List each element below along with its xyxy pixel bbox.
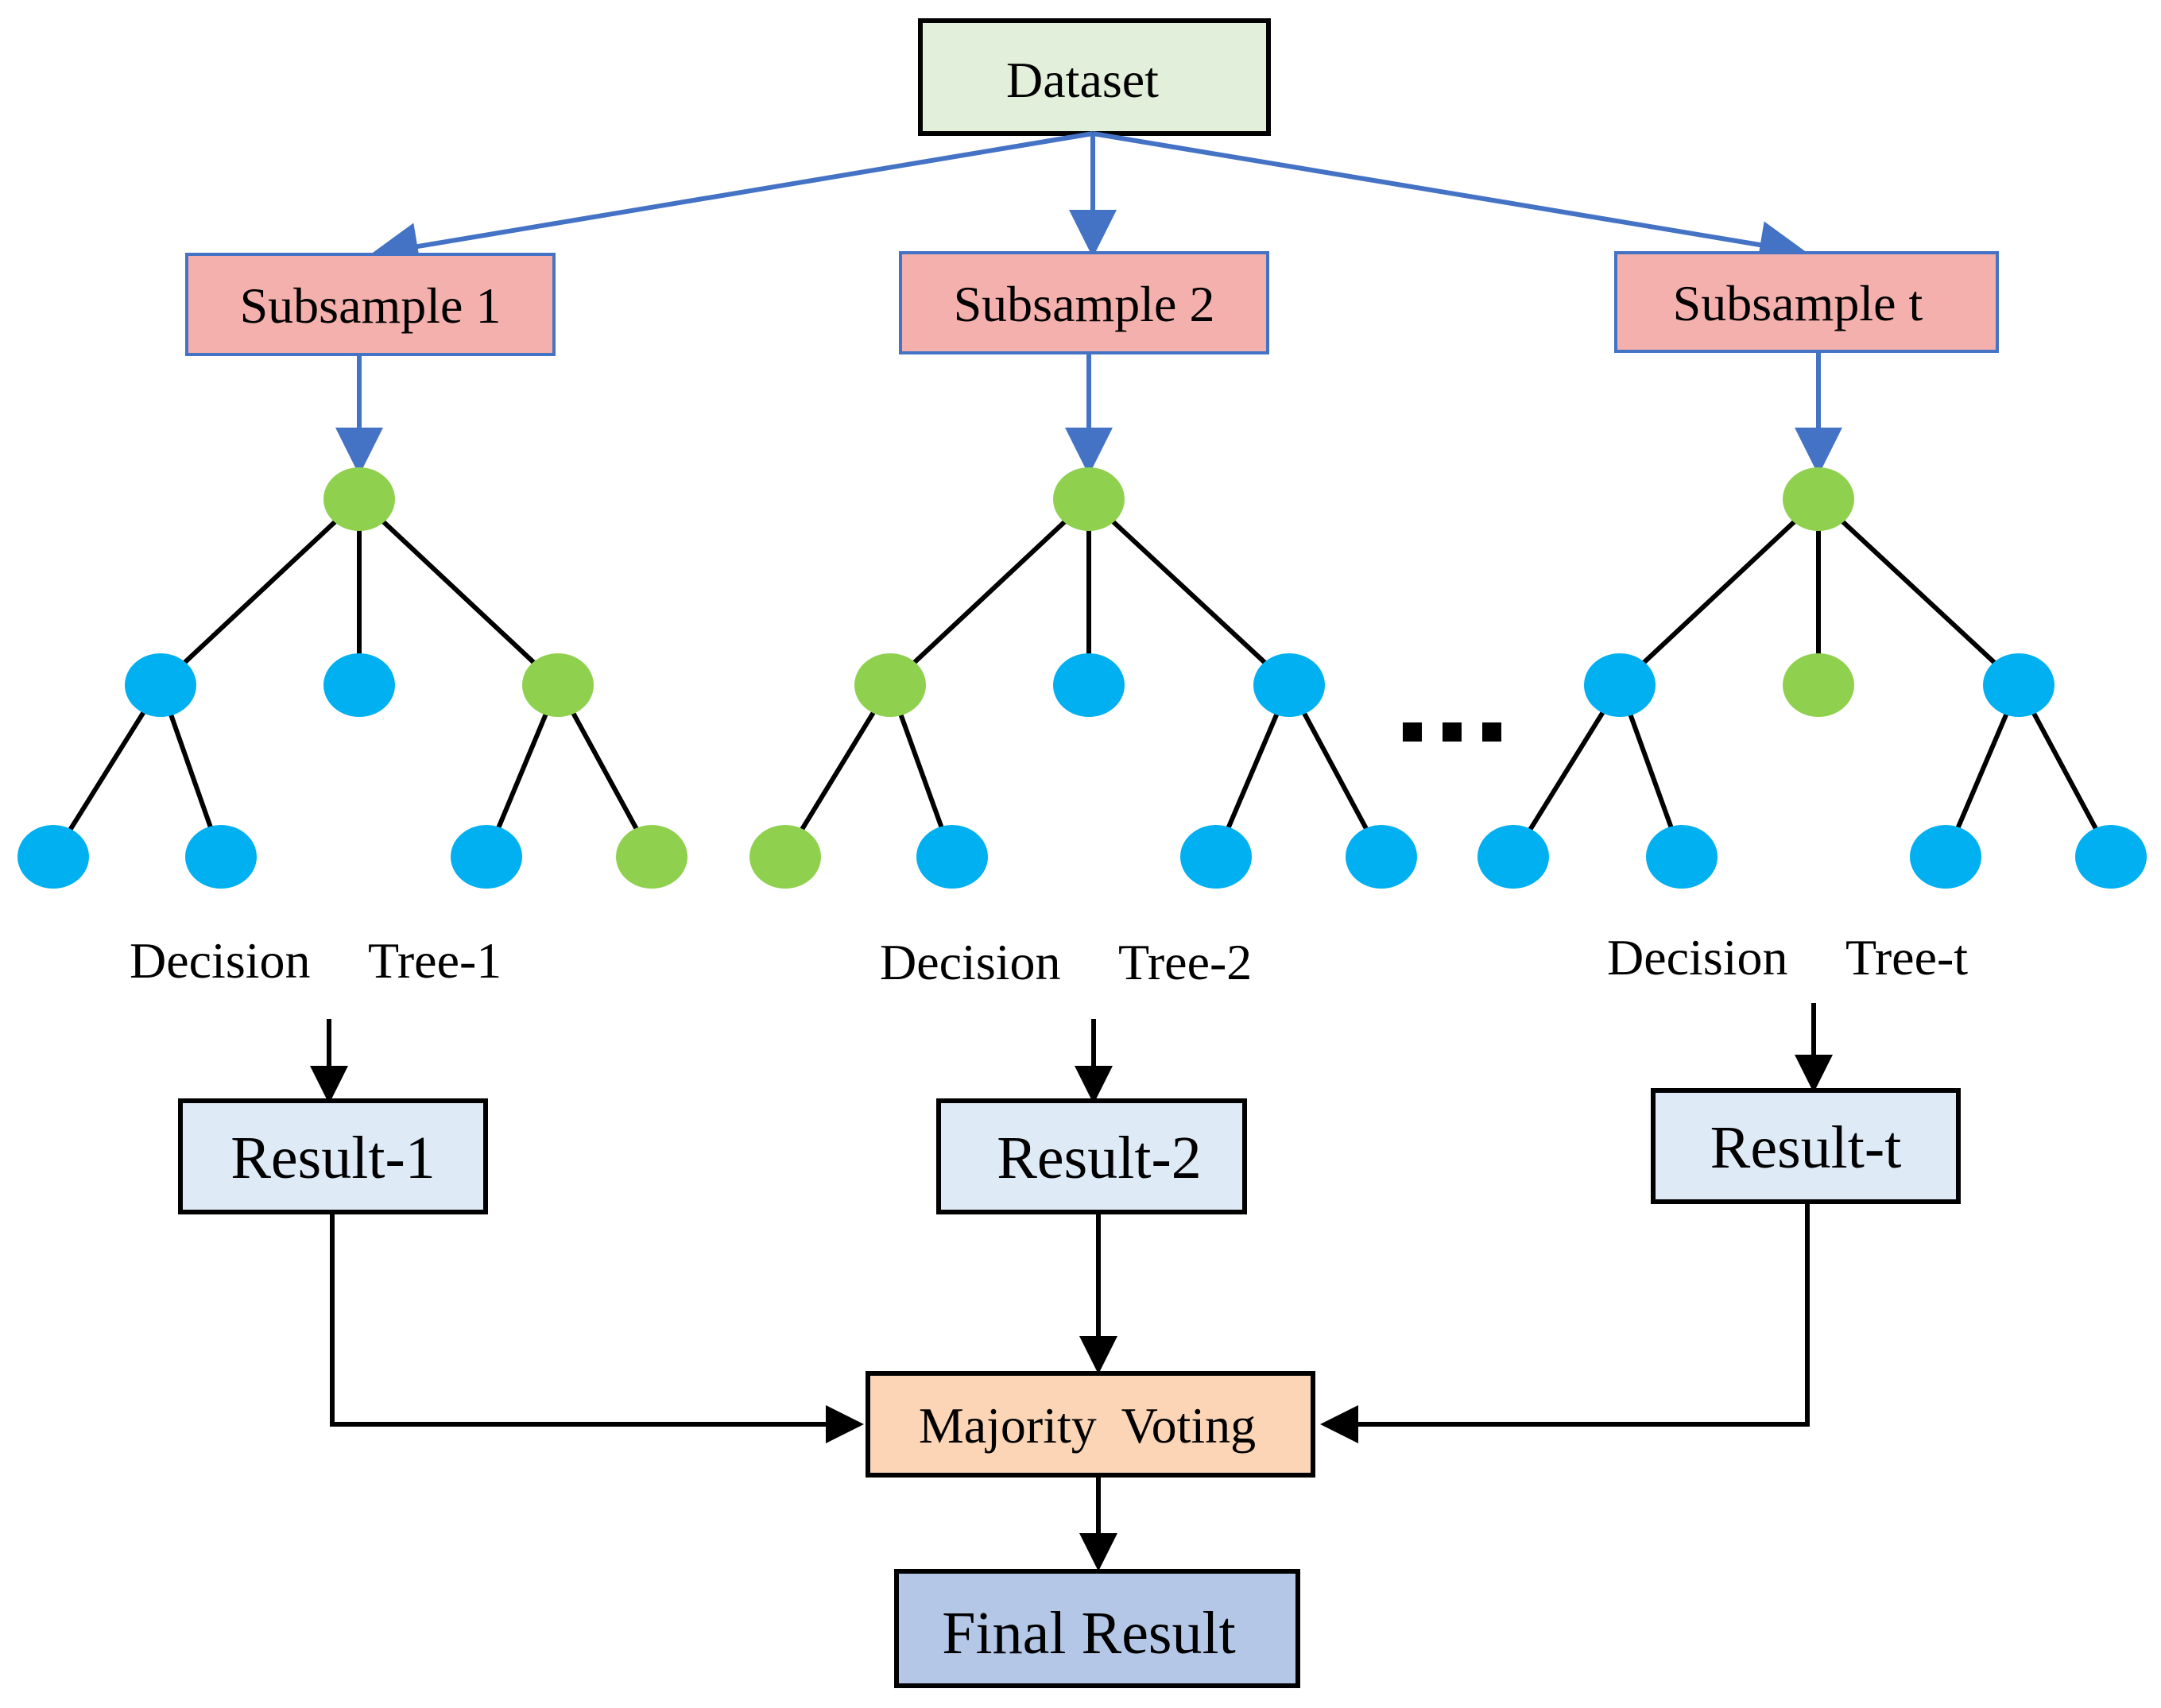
tree-edge [1816,497,2021,687]
tree-root-node [323,467,395,531]
result-1-box [178,1098,488,1214]
tree-2-caption: Decision Tree-2 [880,934,1252,990]
arrow-dataset-to-subsample-t [1092,131,1807,269]
subsample-2-label: Subsample 2 [954,276,1215,332]
dataset-to-subsample-arrows [370,131,1807,270]
tree-node [1053,653,1125,717]
tree-edge [888,497,1091,687]
final-result-label: Final Result [942,1600,1235,1667]
result-t-label: Result-t [1710,1114,1902,1181]
tree-edge [1617,497,1821,687]
arrow-dataset-to-subsample-1 [370,131,1094,270]
subsample-to-tree-arrows [335,351,1842,475]
subsample-t-box [1614,251,1999,353]
tree-leaf-node [1910,825,1981,889]
tree-root-node [1783,467,1854,531]
tree-t-caption-name: Tree-t [1845,929,1968,986]
dataset-box [918,18,1271,136]
tree-edge [783,684,893,858]
tree-1-caption-name: Tree-1 [368,932,502,989]
dataset-node: Dataset [918,18,1271,136]
tree-edge [1511,684,1622,858]
subsample-1: Subsample 1 [185,253,556,356]
tree-leaf-node [2075,825,2147,889]
subsample-2: Subsample 2 [899,251,1269,354]
tree-root-node [1053,467,1125,531]
tree-edge [556,684,654,858]
tree-node [1253,653,1325,717]
arrow-result-1-to-voting [330,1212,864,1443]
tree-edge [51,684,163,858]
subsample-t-label: Subsample t [1673,275,1923,331]
tree-2-caption-name: Tree-2 [1118,934,1252,990]
subsample-1-box [185,253,556,356]
tree-node [522,653,594,717]
tree-to-result-arrows [310,1003,1833,1104]
subsample-1-label: Subsample 1 [240,277,502,334]
decision-tree-t [1477,467,2147,889]
tree-leaf-node [1646,825,1718,889]
majority-voting-box [866,1371,1315,1478]
majority-voting-label: Majority Voting [919,1397,1256,1454]
tree-node [125,653,196,717]
subsample-2-box [899,251,1269,354]
decision-tree-1 [17,467,687,889]
result-1: Result-1 [178,1098,488,1214]
tree-node [1983,653,2054,717]
result-2-box [936,1098,1247,1214]
tree-edge [158,497,362,687]
tree-leaf-node [1477,825,1549,889]
majority-voting: Majority Voting [866,1371,1315,1478]
result-1-label: Result-1 [230,1125,436,1191]
final-result: Final Result [894,1569,1300,1688]
tree-1-caption-word: Decision [130,932,311,989]
tree-node [1584,653,1656,717]
result-to-voting-arrows [330,1202,1810,1443]
tree-leaf-node [185,825,257,889]
tree-t-caption: Decision Tree-t [1607,929,1968,986]
tree-1-caption: Decision Tree-1 [130,932,502,989]
tree-edge [1086,497,1292,687]
tree-leaf-node [1346,825,1417,889]
tree-leaf-node [916,825,988,889]
tree-leaf-node [17,825,89,889]
tree-leaf-node [616,825,687,889]
tree-leaf-node [1180,825,1252,889]
tree-node [1783,653,1854,717]
tree-t-caption-word: Decision [1607,929,1788,986]
tree-node [854,653,926,717]
tree-leaf-node [749,825,821,889]
arrow-result-t-to-voting [1320,1202,1810,1443]
ellipsis-icon [1403,722,1501,742]
tree-edge [357,497,560,687]
result-2-label: Result-2 [997,1125,1202,1191]
tree-node [323,653,395,717]
decision-tree-2 [749,467,1417,889]
final-result-box [894,1569,1300,1688]
subsample-t: Subsample t [1614,251,1999,353]
result-2: Result-2 [936,1098,1247,1214]
tree-leaf-node [451,825,522,889]
tree-2-caption-word: Decision [880,934,1061,990]
result-t: Result-t [1651,1088,1961,1204]
dataset-label: Dataset [1006,52,1159,108]
